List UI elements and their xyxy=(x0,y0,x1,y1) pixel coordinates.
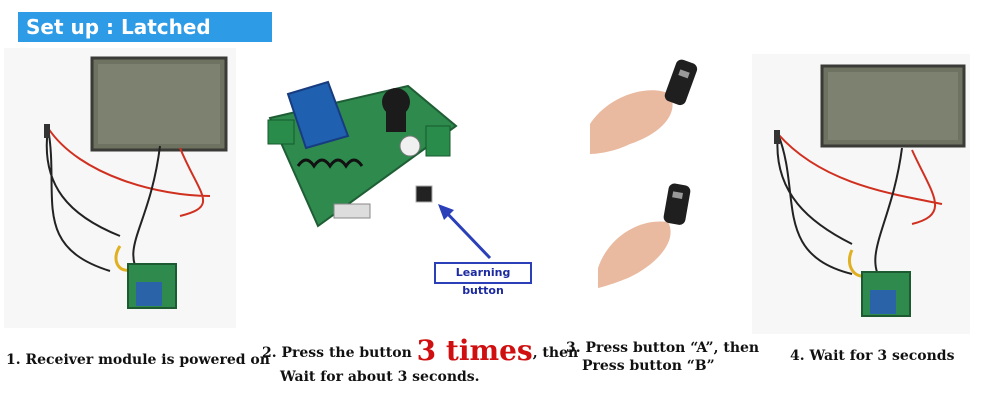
step-4-caption: 4. Wait for 3 seconds xyxy=(790,348,955,364)
photo-remote-press-a xyxy=(590,54,710,174)
step-2-caption: 2. Press the button 3 times, then Wait f… xyxy=(262,334,579,385)
highlight-3-times: 3 times xyxy=(416,334,533,367)
step-3-caption: 3. Press button “A”, then Press button “… xyxy=(566,340,760,374)
relay xyxy=(286,80,350,150)
photo-receiver-wait xyxy=(752,54,970,334)
remote-control xyxy=(664,59,698,106)
photo-receiver-powered xyxy=(4,48,236,328)
remote-control xyxy=(663,183,691,225)
learning-button-label: Learning button xyxy=(434,262,532,297)
step-1-caption: 1. Receiver module is powered on xyxy=(6,352,270,368)
photo-circuit-board xyxy=(267,80,458,228)
title-banner: Set up : Latched Mode xyxy=(18,12,272,69)
learning-button-pad xyxy=(415,185,433,203)
photo-remote-press-b xyxy=(598,178,708,290)
pointer-arrow xyxy=(438,204,492,260)
